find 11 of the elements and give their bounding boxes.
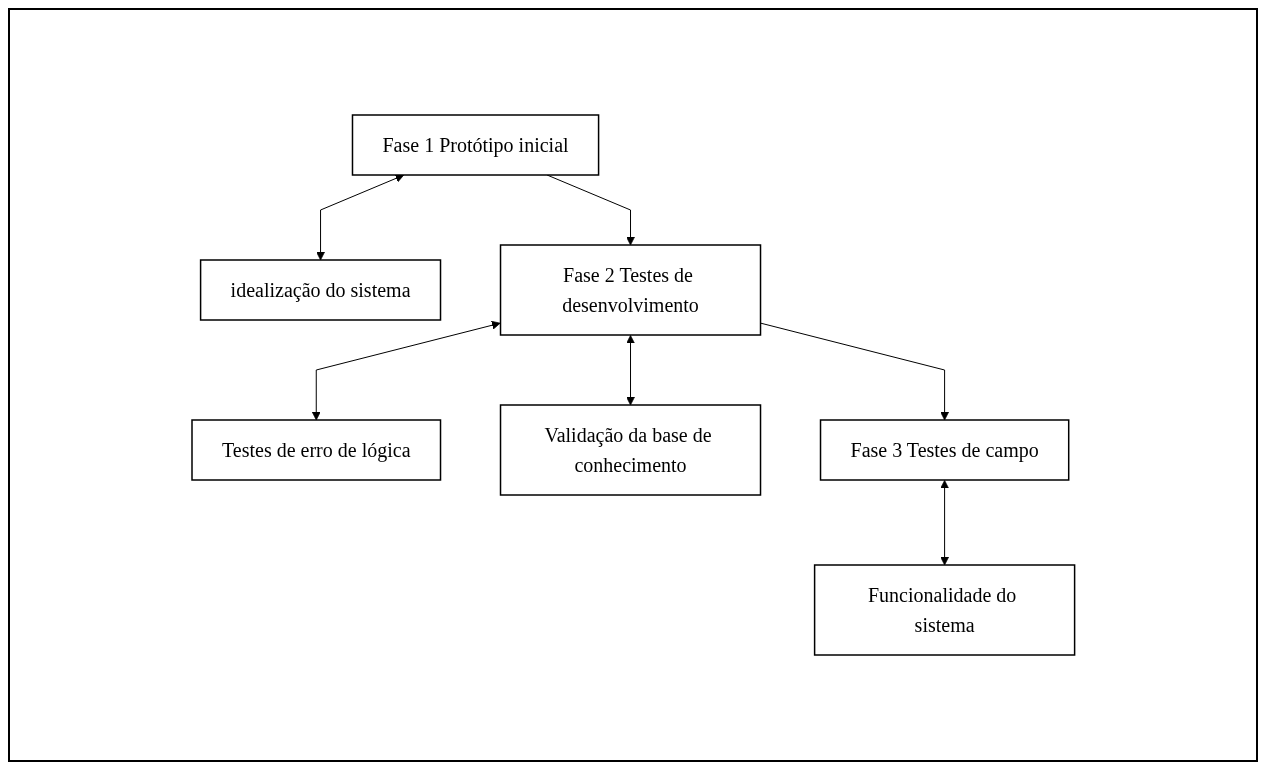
arrow xyxy=(625,335,635,406)
node-box: Fase 3 Testes de campo xyxy=(819,419,1070,481)
arrow xyxy=(311,320,501,421)
node-box: Validação da base de conhecimento xyxy=(499,404,761,496)
node-box: idealização do sistema xyxy=(199,259,441,321)
arrow xyxy=(315,174,404,261)
node-box: Fase 1 Protótipo inicial xyxy=(351,114,599,176)
arrow xyxy=(939,480,949,566)
node-box: Fase 2 Testes de desenvolvimento xyxy=(499,244,761,336)
node-box: Funcionalidade do sistema xyxy=(813,564,1076,656)
node-box: Testes de erro de lógica xyxy=(190,419,441,481)
